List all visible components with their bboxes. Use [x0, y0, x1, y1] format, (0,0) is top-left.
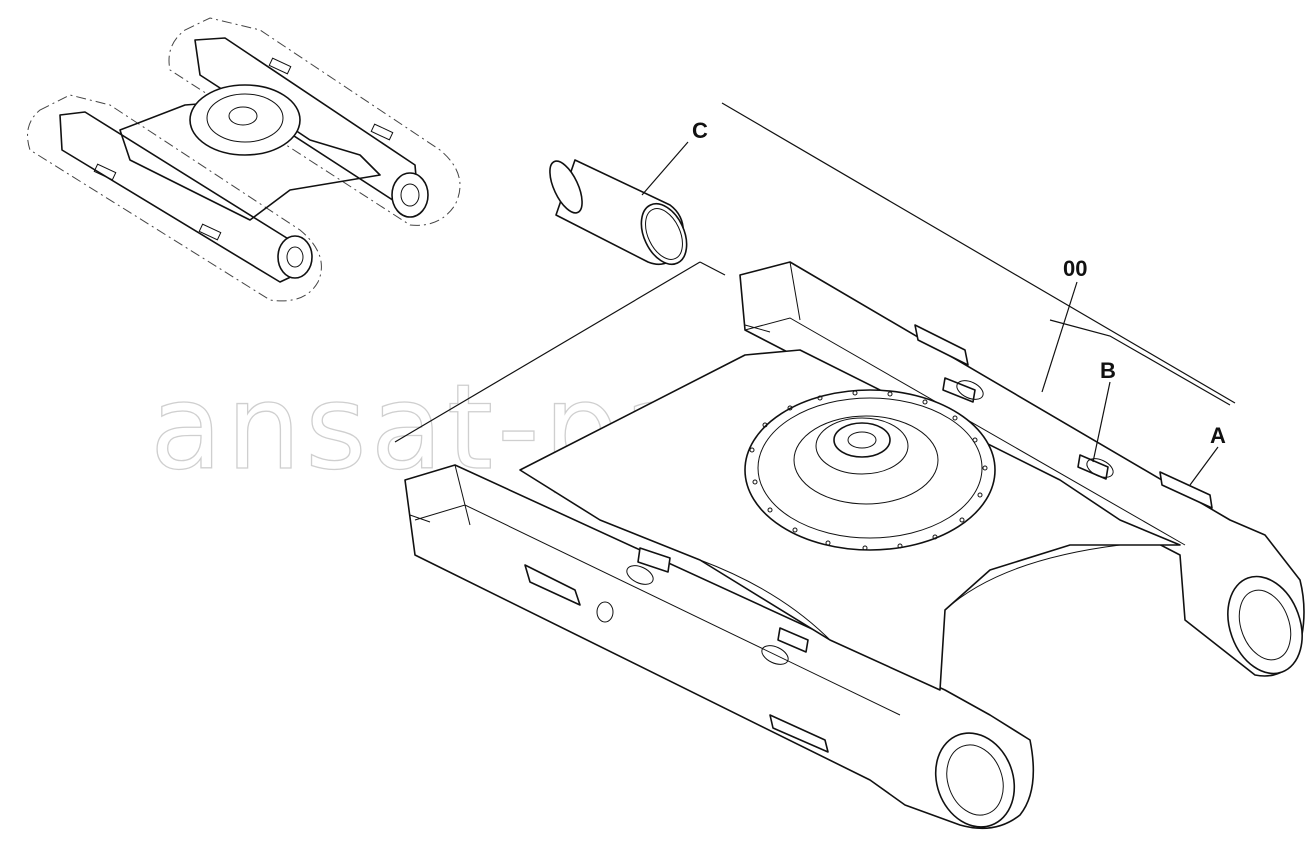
callout-assembly: 00: [1063, 256, 1087, 281]
overview-thumbnail: [27, 17, 461, 302]
callout-a: A: [1210, 423, 1226, 448]
lower-frame: [404, 261, 1305, 830]
callout-c: C: [692, 118, 708, 143]
callout-b: B: [1100, 358, 1116, 383]
leader-lines: [394, 102, 1236, 486]
guard-brackets: [524, 324, 1213, 753]
bolt-holes: [749, 390, 988, 551]
pin-sleeve: [549, 159, 688, 266]
